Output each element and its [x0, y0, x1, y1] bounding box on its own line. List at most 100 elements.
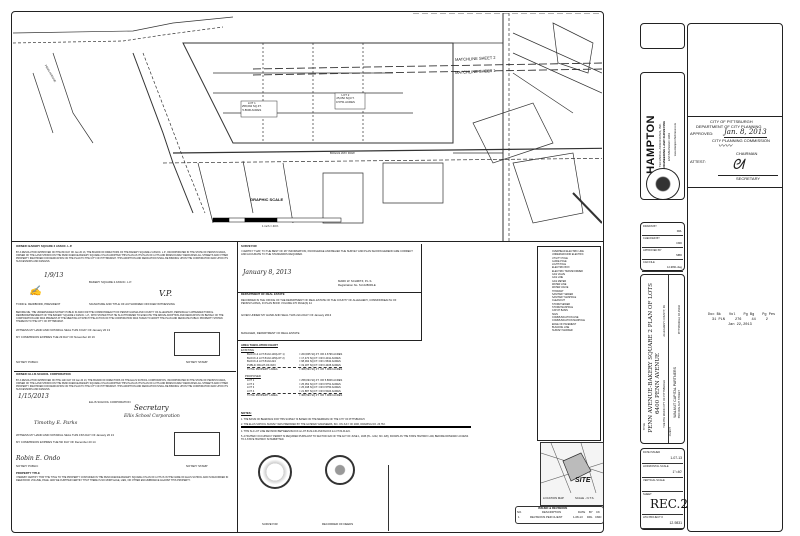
- legend-item: COMMUNICATION LINE: [552, 315, 579, 319]
- area-chart-heading: AREA TABULATION CHART: [241, 343, 278, 347]
- area-row: LOT 3= 25,048 SQ.FT. OR 0.5750 ACRES: [247, 386, 342, 390]
- owner-ellis-notary-name: Robin E. Ondo: [16, 455, 61, 462]
- area-row-value: = 258,094 SQ.FT. OR 5.8606 ACRES: [299, 379, 343, 382]
- stamp-header: Pg Bg: [743, 313, 755, 317]
- plan-county: ALLEGHENY COUNTY, PA: [663, 305, 666, 337]
- title-block-top-empty: [640, 23, 685, 49]
- drawing-sheet: [11, 11, 604, 533]
- recorder-seal: [325, 455, 355, 485]
- owner-bakery-certificate: OWNER: BAKERY SQUARE 2 ASSOC. L.P. BY A …: [14, 244, 236, 372]
- owner-bakery-witness-line: WITNESS MY HAND AND NOTARIAL SEAL THIS 9…: [16, 328, 111, 332]
- secretary-label: SECRETARY: [736, 176, 761, 181]
- location-map-label: LOCATION MAP: [543, 496, 564, 500]
- location-map-scale: SCALE - N.T.S.: [575, 496, 595, 500]
- firm-established: ESTABLISHED 1969: [667, 133, 671, 161]
- planning-commission: CITY PLANNING COMMISSION: [712, 138, 770, 143]
- existing-rows: BLOCK & LOT 84-M-130(LOT 1)= 203,845 SQ.…: [247, 353, 343, 372]
- firm-seal: [646, 168, 680, 200]
- legend-item: CATCH BASIN: [552, 309, 568, 313]
- revisions-table: ISSUED & REVISIONS NO. DESCRIPTION DATE …: [515, 506, 604, 524]
- sheet-info-row: HTA PROJECT #12-9831: [642, 515, 683, 529]
- surveyor-seal: [258, 455, 292, 489]
- owner-ellis-date: 1/15/2013: [18, 393, 49, 400]
- owner-bakery-notary-public: NOTARY PUBLIC: [16, 360, 39, 364]
- legend-item: BUILDING LINE: [552, 325, 570, 329]
- note-item: 5. A HIGHWAY OCCUPANCY PERMIT IS REQUIRE…: [241, 435, 469, 441]
- lot-2-area: 25,052 SQ.FT.: [336, 96, 355, 101]
- sheet-info-value: REC.2: [650, 497, 688, 511]
- legend-item: CLEANOUT: [552, 299, 566, 303]
- drawn-info-label: CAD FILE: [643, 261, 655, 264]
- surveyor-certificate: SURVEYOR I CERTIFY THAT, TO THE BEST OF …: [238, 244, 422, 293]
- legend-item: SANITARY MANHOLE: [552, 296, 577, 300]
- sheet-info-label: SHEET: [643, 493, 652, 496]
- area-total-row: TOTAL PROPERTY AREA= 308,594 SQ.FT. OR 7…: [247, 393, 343, 398]
- note-item: 4. THIS IS A LOT LINE REVISION BETWEEN B…: [241, 430, 351, 433]
- sheet-info-label: DATE ISSUED: [643, 451, 661, 454]
- stamp-header: Vol: [728, 313, 736, 317]
- lot-2-acres: 0.5751 ACRES: [336, 99, 355, 104]
- area-row-value: = 21,887 SQ.FT. OR 0.5024 ACRES: [299, 389, 341, 393]
- property-title-text: I HEREBY CERTIFY THAT THE TITLE TO THE P…: [16, 476, 229, 482]
- secretary-signature: ᘛ: [732, 157, 744, 173]
- revisions-heading: ISSUED & REVISIONS: [538, 506, 568, 510]
- rev-col-ck: CK: [596, 510, 600, 514]
- lot-1-acres: 5.8606 ACRES: [242, 107, 262, 112]
- client-label: CLIENT: [669, 427, 672, 437]
- area-proposed-label: PROPOSED: [245, 374, 261, 378]
- area-row-value: = 203,845 SQ.FT. OR 4.6796 ACRES: [299, 353, 343, 356]
- owner-bakery-witness-label: SIGNATURE AND TITLE OF AUTHORIZED OFFICE…: [89, 302, 175, 306]
- owner-bakery-commission-line: MY COMMISSION EXPIRES THE 29 DAY OF Nove…: [16, 335, 95, 339]
- title-client-divider: [668, 275, 669, 443]
- sheet-info-row: DATE ISSUED 1-07-13: [642, 450, 683, 464]
- location-map: SITE LOCATION MAP SCALE - N.T.S.: [540, 442, 604, 506]
- area-row-lot: LOT 1: [247, 379, 255, 382]
- legend-item: EDGE OF PAVEMENT: [552, 322, 577, 326]
- area-existing-label: EXISTING: [241, 348, 255, 352]
- legend-item: UTILITY POLE: [552, 256, 568, 260]
- approved-date: Jan. 8, 2013: [724, 128, 767, 138]
- area-row: BLOCK & LOT 84-M-130(LOT 1)= 203,845 SQ.…: [247, 353, 342, 357]
- owner-ellis-heading: OWNER: ELLIS SCHOOL CORPORATION: [16, 372, 71, 376]
- surveyor-date: January 8, 2013: [243, 269, 292, 276]
- real-estate-text: RECORDED IN THE OFFICE OF THE DEPARTMENT…: [241, 299, 397, 306]
- surveyor-seal-label: SURVEYOR: [262, 522, 278, 526]
- owner-bakery-signature: ✍: [29, 286, 42, 297]
- stamp-header: Pg Pes: [762, 313, 776, 317]
- owner-bakery-president: TODD E. REIDBORD, PRESIDENT: [16, 302, 61, 306]
- plan-ward: THE 8TH WARD CITY OF PITTSBURGH: [663, 380, 666, 428]
- property-title-heading: PROPERTY TITLE: [16, 471, 40, 475]
- owner-bakery-resolution: BY A RESOLUTION APPROVED ON THE 8th DAY …: [16, 251, 228, 263]
- area-row: PUBLIC RIGHT-OF-WAY= 19,187 SQ.FT. OR 0.…: [247, 364, 342, 368]
- stamp-value: 2: [765, 318, 768, 322]
- lot-1-area: 258,094 SQ.FT.: [242, 104, 262, 109]
- city-name: CITY OF PITTSBURGH: [710, 119, 753, 124]
- sheet-info-label: HTA PROJECT #: [643, 516, 663, 519]
- owner-ellis-officer: Timothy E. Parks: [34, 420, 78, 426]
- attest-label: ATTEST:: [690, 159, 706, 164]
- area-row: BLOCK & LOT 84-M-135(LOT 2)= 17,470 SQ.F…: [247, 357, 342, 361]
- notary-stamp-box: [174, 332, 220, 356]
- drawn-info-label: DRAWN BY: [643, 225, 657, 228]
- legend-item: WATER LINE: [552, 282, 567, 286]
- client-city: PITTSBURGH, PA 15232: [678, 305, 681, 335]
- legend-item: SANITARY SEWER: [552, 292, 574, 296]
- rev-row-date: 1-08-13: [573, 515, 583, 519]
- legend-item: GAS METER: [552, 279, 567, 283]
- area-row-lot: BLOCK & LOT 84-M-224: [247, 360, 276, 364]
- legend-item: GUIDE POLE: [552, 259, 567, 263]
- sheet-info-value: 1-07-13: [670, 456, 682, 460]
- drawn-info-label: CHECKED BY: [643, 237, 660, 240]
- legend-item: GAS VALVE: [552, 273, 566, 277]
- area-row: LOT 1 = 258,094 SQ.FT. OR 5.8606 ACRES: [247, 379, 342, 383]
- city-approval-column: CITY OF PITTSBURGH DEPARTMENT OF CITY PL…: [687, 23, 783, 532]
- area-row-value: = 17,470 SQ.FT. OR 0.4011 ACRES: [299, 356, 341, 360]
- location-map-site: SITE: [575, 477, 591, 484]
- ellis-notary-stamp-box: [174, 432, 220, 456]
